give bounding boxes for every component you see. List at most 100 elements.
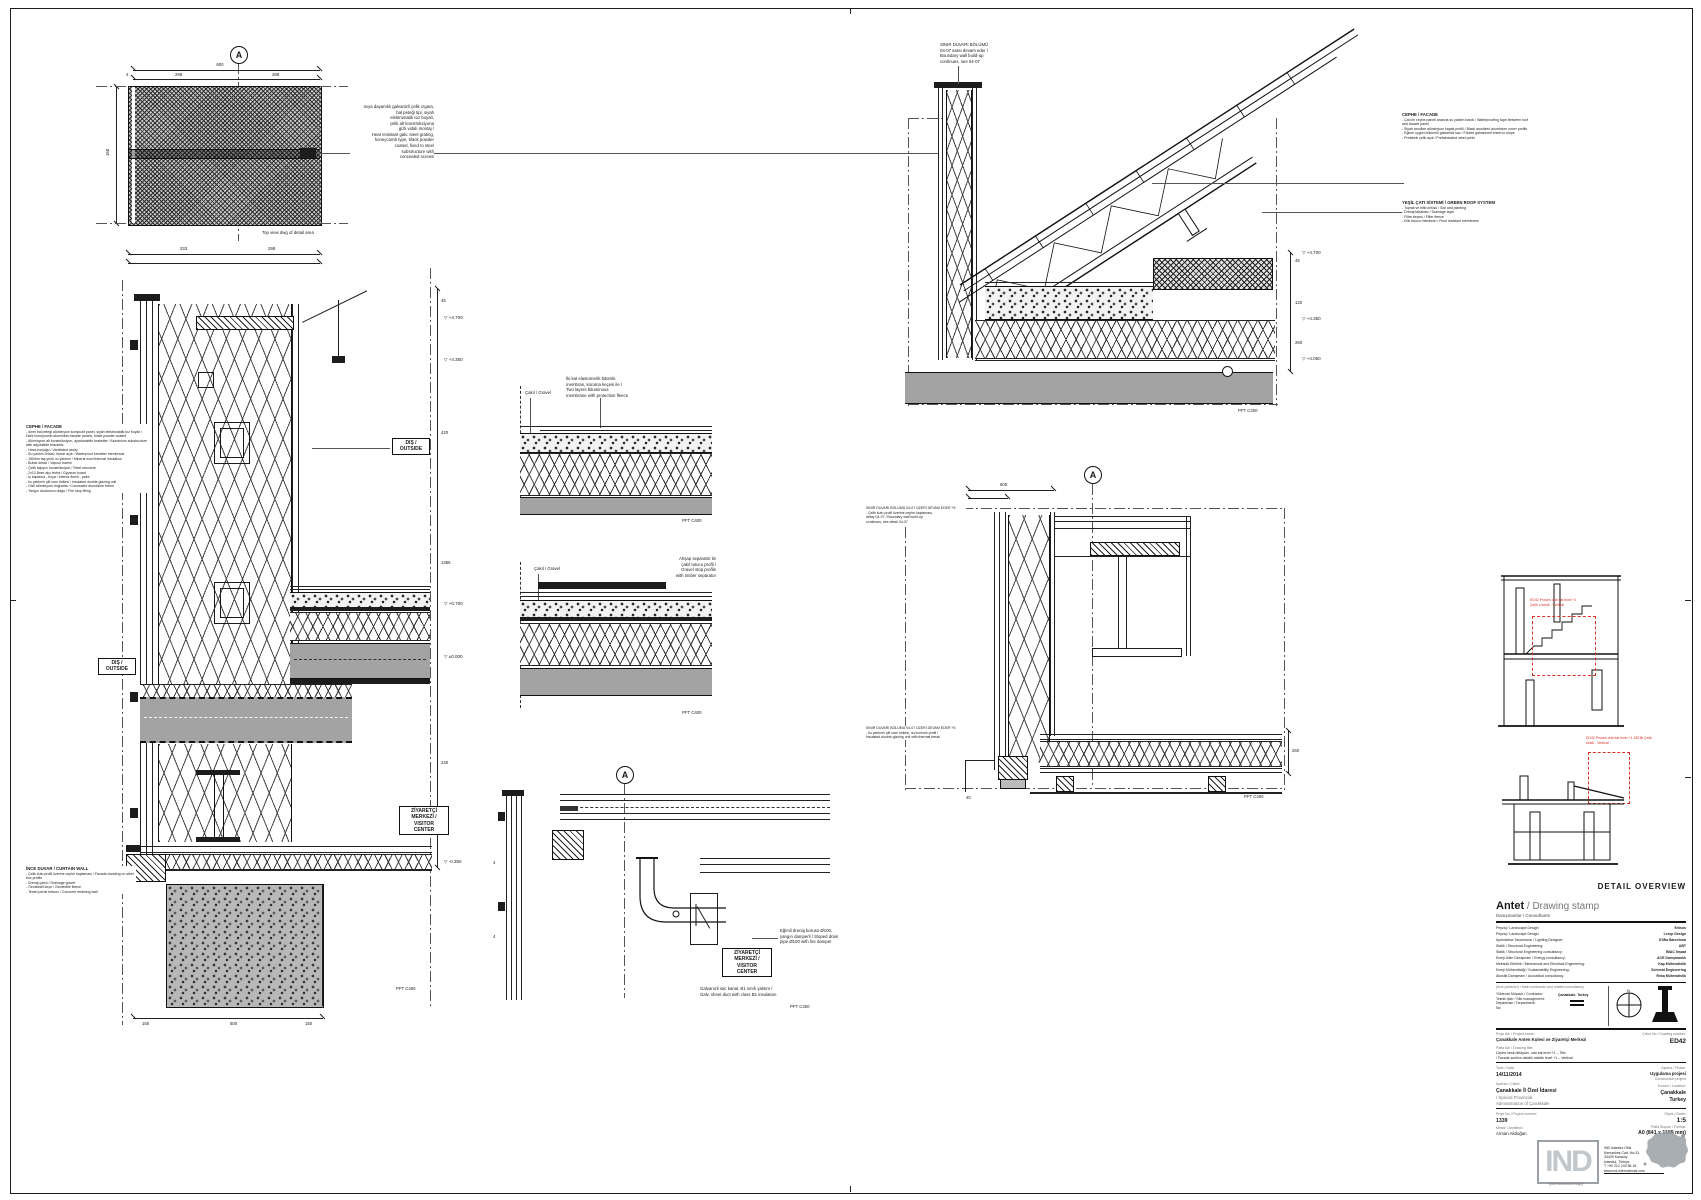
level-value: +4.350 (448, 357, 463, 362)
contractor-lines: Yüklenici Müşavir / Contractor: Teknik İ… (1496, 992, 1545, 1010)
level-marker: ▽ +4.700 (444, 315, 463, 320)
rule (1496, 1062, 1686, 1063)
eave-dim-0: 45 (1295, 258, 1300, 263)
ibeam-bottom-flange (196, 837, 240, 842)
visitor-center-label: ZİYARETÇİ MERKEZİ / VISITOR CENTER (722, 948, 772, 977)
ws-dim-1 (128, 254, 320, 255)
eave-wall-note: SINIR DUVARI BÖLÜMÜ 04-07 arası devam ed… (940, 42, 1044, 65)
corner-note-2: SINIR DUVARI BÖLÜMÜ 04-07 ÜZERİ DEVAM ED… (866, 726, 970, 740)
consultant-label: Peyzaj / Landscape Design: (1496, 932, 1540, 936)
wall-plan-line (700, 872, 830, 873)
insulation-layer (140, 854, 432, 870)
consultants-caption: Danışmanlar / Consultants (1496, 913, 1551, 918)
corner-border-top (905, 508, 1285, 509)
consultant-row: Aydınlatma Tasarımcısı / Lighting Design… (1496, 938, 1624, 943)
plan-dim-side-label: 150 (105, 148, 111, 157)
deck-line (290, 589, 430, 590)
equals-mark (1570, 1004, 1584, 1006)
ink-splash-graphic (1643, 1131, 1688, 1168)
ws-dimr-label-0: 45 (441, 298, 446, 303)
consultant-row: Enerji-İklim Danışmanı / Energy consulta… (1496, 956, 1624, 961)
inner-face-line (292, 304, 293, 696)
consultant-label: Mekanik-Elektrik / Mechanical and Electr… (1496, 962, 1585, 966)
concrete-slab (520, 497, 712, 515)
wall-line (1005, 512, 1006, 770)
consultant-label: Akustik Danışmanı / Acoustical consultan… (1496, 974, 1565, 978)
deck-line (540, 430, 712, 431)
insulation-layer (1040, 741, 1282, 767)
plan-dim-total (133, 70, 320, 71)
wall-line (999, 512, 1000, 770)
leader-line (312, 448, 390, 449)
corner-dim-small: 40 (966, 795, 971, 800)
consultant-row: Statik / Structural Engineering: (1496, 944, 1624, 949)
corner-border-bottom (905, 788, 1285, 789)
floor-line (140, 870, 432, 871)
mullion-cap (134, 294, 160, 301)
wall-plan-line (560, 800, 830, 801)
consultant-row: Peyzaj / Landscape Design: (1496, 932, 1624, 937)
mullion-line (146, 301, 147, 861)
divider-v (1608, 986, 1609, 1026)
gravel-layer (290, 592, 430, 608)
wall-section-notes-bottom: İNCE DUVAR / CURTAIN WALL - Çelik kutu p… (26, 866, 136, 895)
outside-label-box: DIŞ / OUTSIDE (392, 438, 430, 455)
floor-line (140, 846, 432, 847)
stamp-heading-rest: / Drawing stamp (1524, 901, 1600, 912)
drawing-title: Cephe kesit detayları, orta kat level +1… (1496, 1051, 1573, 1060)
plan-edge-ext (96, 223, 126, 224)
section-marker-label: A (235, 50, 243, 60)
insulation-layer (975, 320, 1275, 359)
level-value: +0.700 (448, 601, 463, 606)
consultant-value: D'Mia Barcelona (1658, 938, 1686, 942)
floor-line (1040, 739, 1282, 740)
title-block: Antet / Drawing stamp Danışmanlar / Cons… (1496, 896, 1688, 1186)
leader-line (958, 66, 959, 84)
notes-title: İNCE DUVAR / CURTAIN WALL (26, 866, 89, 871)
floor-line (1054, 516, 1190, 517)
level-value: -0.350 (448, 859, 462, 864)
insulation-layer (520, 453, 712, 496)
fixture (560, 806, 578, 811)
leader-line (530, 398, 531, 434)
beam-edge-line (1190, 516, 1191, 656)
membrane-wedge (538, 582, 666, 589)
section-marker-label: A (621, 770, 629, 780)
bu2-caption: PFT C400 (682, 710, 702, 715)
wall-line (1050, 512, 1051, 736)
consultant-value: Kap Mühendislik (1658, 962, 1686, 966)
wall-cap (502, 790, 524, 796)
office-address: IND İstanbul Ofisi Kemankeş Cad. No:31 3… (1604, 1146, 1664, 1175)
window-box (214, 422, 250, 464)
window-box (214, 582, 250, 624)
mullion-line (152, 301, 153, 861)
ws-dimr-label-2: 1355 (441, 560, 451, 565)
ws-dimr-label-1: 420 (441, 430, 449, 435)
plan-edge-ext (320, 86, 348, 87)
gravel-layer (985, 286, 1153, 320)
stamp-heading: Antet / Drawing stamp (1496, 896, 1599, 914)
facade-bracket (498, 902, 505, 911)
top-beam-hatch (196, 316, 294, 330)
foundation-line (322, 884, 323, 1006)
floor-line (1040, 768, 1282, 769)
monument-icon (1652, 986, 1678, 1022)
floor-slab (140, 697, 352, 743)
plan-dim-left-label: 298 (175, 72, 183, 77)
window-box-inner (220, 588, 244, 618)
scale-value: 1:5 (1676, 1117, 1686, 1124)
ws-dim2-label: 298 (268, 246, 276, 251)
inner-face-line (298, 304, 299, 696)
ws-dimb-label-1: 600 (230, 1021, 238, 1026)
north-arrow-icon: N (1616, 988, 1642, 1018)
consultant-value: Reka Mühendislik (1656, 974, 1686, 978)
notes-title: CEPHE / FACADE (1402, 112, 1439, 117)
level-marker: ▽ ±0.000 (444, 654, 463, 659)
architect-name: Arman Akdoğan (1496, 1131, 1527, 1136)
ws-left-axis (122, 280, 123, 1025)
paver-band (1153, 258, 1273, 290)
corner-caption: PFT C400 (1244, 794, 1264, 799)
eave-dim-2: 260 (1295, 340, 1303, 345)
wall-section-notes: CEPHE / FACADE - 4mm bal peteği alüminyu… (26, 424, 148, 494)
